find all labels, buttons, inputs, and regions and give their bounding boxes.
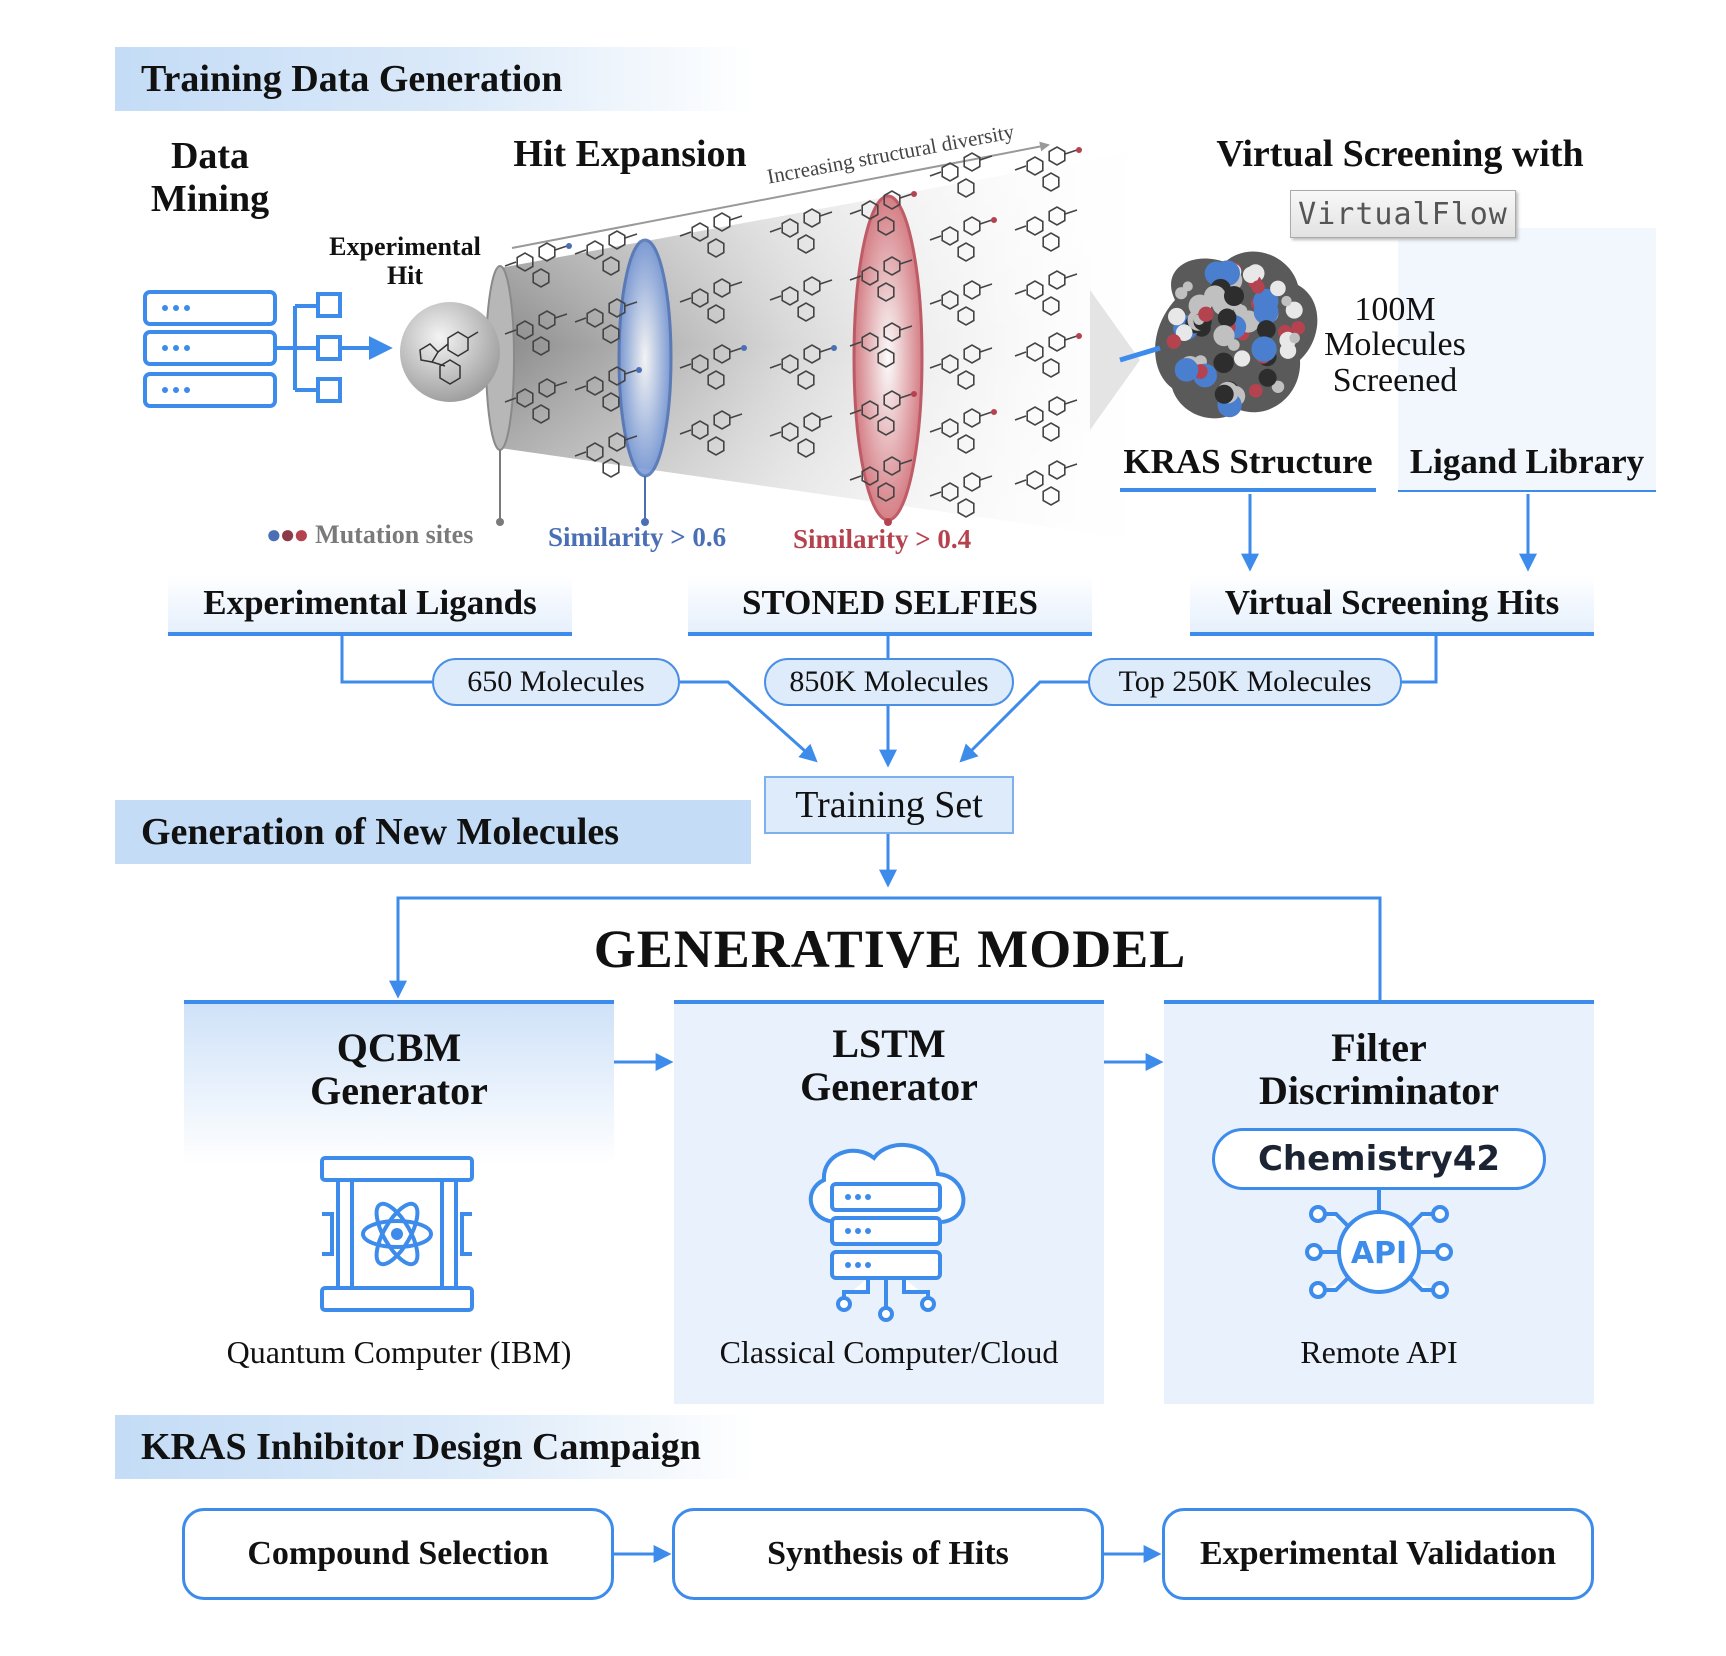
experimental-hit-label: Experimental Hit bbox=[329, 232, 481, 291]
qcbm-panel: QCBM Generator Quantum Computer (IBM) bbox=[184, 1000, 614, 1404]
mutation-sites-label: Mutation sites bbox=[315, 520, 474, 549]
svg-text:API: API bbox=[1351, 1236, 1407, 1271]
experimental-validation-step: Experimental Validation bbox=[1162, 1508, 1594, 1600]
kras-protein-icon bbox=[1119, 251, 1318, 419]
vs-count-pill: Top 250K Molecules bbox=[1088, 658, 1402, 706]
molecule-sketch bbox=[574, 230, 638, 276]
similarity-06-label: Similarity > 0.6 bbox=[548, 522, 727, 552]
stoned-selfies-label: STONED SELFIES bbox=[688, 574, 1092, 636]
molecule-sketch bbox=[679, 278, 743, 324]
qcbm-title: QCBM Generator bbox=[310, 1025, 488, 1114]
cloud-server-icon bbox=[808, 1143, 966, 1322]
lstm-panel: LSTM Generator Classical Computer/Cloud bbox=[674, 1000, 1104, 1404]
molecule-sketch bbox=[849, 456, 913, 502]
hit-expansion-title: Hit Expansion bbox=[513, 133, 747, 175]
molecule-sketch bbox=[929, 152, 993, 198]
compound-selection-step: Compound Selection bbox=[182, 1508, 614, 1600]
section-training-header: Training Data Generation bbox=[115, 47, 755, 111]
molecule-sketch bbox=[679, 410, 743, 456]
molecule-sketch bbox=[1014, 270, 1078, 316]
molecule-sketch bbox=[504, 378, 568, 424]
molecule-sketch bbox=[849, 390, 917, 436]
kras-structure-label: KRAS Structure bbox=[1123, 442, 1373, 481]
molecule-sketch bbox=[929, 472, 993, 518]
molecule-sketch bbox=[929, 280, 993, 326]
molecule-sketch bbox=[1014, 396, 1078, 442]
data-mining-title: Data Mining bbox=[150, 135, 270, 220]
virtualflow-logo: VirtualFlow bbox=[1290, 190, 1516, 238]
molecule-sketch bbox=[769, 276, 833, 322]
lstm-title: LSTM Generator bbox=[800, 1021, 978, 1110]
filter-title: Filter Discriminator bbox=[1259, 1025, 1499, 1114]
molecule-sketch bbox=[504, 310, 568, 356]
molecule-sketch bbox=[574, 298, 638, 344]
molecule-sketch bbox=[929, 344, 993, 390]
molecule-sketch bbox=[679, 344, 747, 390]
training-set-box: Training Set bbox=[764, 776, 1014, 834]
synthesis-of-hits-step: Synthesis of Hits bbox=[672, 1508, 1104, 1600]
molecule-sketch bbox=[574, 432, 638, 478]
section-campaign-header: KRAS Inhibitor Design Campaign bbox=[115, 1415, 755, 1479]
molecule-sketch bbox=[1014, 206, 1078, 252]
molecule-sketch bbox=[1014, 146, 1082, 192]
api-icon: API bbox=[1305, 1190, 1453, 1299]
molecule-sketch bbox=[849, 256, 913, 302]
molecule-sketch bbox=[929, 216, 997, 262]
molecule-sketch bbox=[929, 408, 997, 454]
qcbm-caption: Quantum Computer (IBM) bbox=[226, 1334, 572, 1370]
molecule-sketch bbox=[769, 344, 837, 390]
mutation-dots-icon: ●●● bbox=[266, 520, 309, 549]
database-icon bbox=[143, 290, 393, 408]
molecule-sketch bbox=[849, 322, 913, 368]
mutation-sites-legend: ●●● Mutation sites bbox=[266, 520, 473, 550]
similarity-04-label: Similarity > 0.4 bbox=[793, 524, 972, 554]
molecule-sketch bbox=[679, 212, 743, 258]
stoned-count-pill: 850K Molecules bbox=[764, 658, 1014, 706]
molecule-sketch bbox=[769, 208, 833, 254]
generative-model-title: GENERATIVE MODEL bbox=[593, 919, 1187, 979]
filter-caption: Remote API bbox=[1300, 1334, 1458, 1370]
molecule-sketch bbox=[849, 190, 917, 236]
molecule-sketch bbox=[504, 242, 572, 288]
quantum-computer-icon bbox=[320, 1156, 474, 1312]
molecule-sketch bbox=[1014, 332, 1082, 378]
molecule-sketch bbox=[1014, 460, 1078, 506]
virtual-screening-hits-label: Virtual Screening Hits bbox=[1190, 574, 1594, 636]
virtual-screening-title: Virtual Screening with bbox=[1216, 133, 1584, 175]
experimental-hit-sphere bbox=[400, 302, 500, 402]
filter-panel: Filter Discriminator Chemistry42 API Rem… bbox=[1164, 1000, 1594, 1404]
molecules-screened-count: 100M Molecules Screened bbox=[1324, 291, 1466, 399]
experimental-ligands-label: Experimental Ligands bbox=[168, 574, 572, 636]
molecule-sketch bbox=[769, 412, 833, 458]
molecule-sketches bbox=[504, 146, 1082, 518]
ligand-library-label: Ligand Library bbox=[1409, 442, 1645, 481]
molecule-sketch bbox=[574, 366, 642, 412]
section-generation-header: Generation of New Molecules bbox=[115, 800, 751, 864]
lstm-caption: Classical Computer/Cloud bbox=[719, 1334, 1059, 1370]
experimental-count-pill: 650 Molecules bbox=[432, 658, 680, 706]
hit-expansion-cone bbox=[485, 141, 1140, 540]
chemistry42-logo: Chemistry42 bbox=[1212, 1128, 1546, 1190]
